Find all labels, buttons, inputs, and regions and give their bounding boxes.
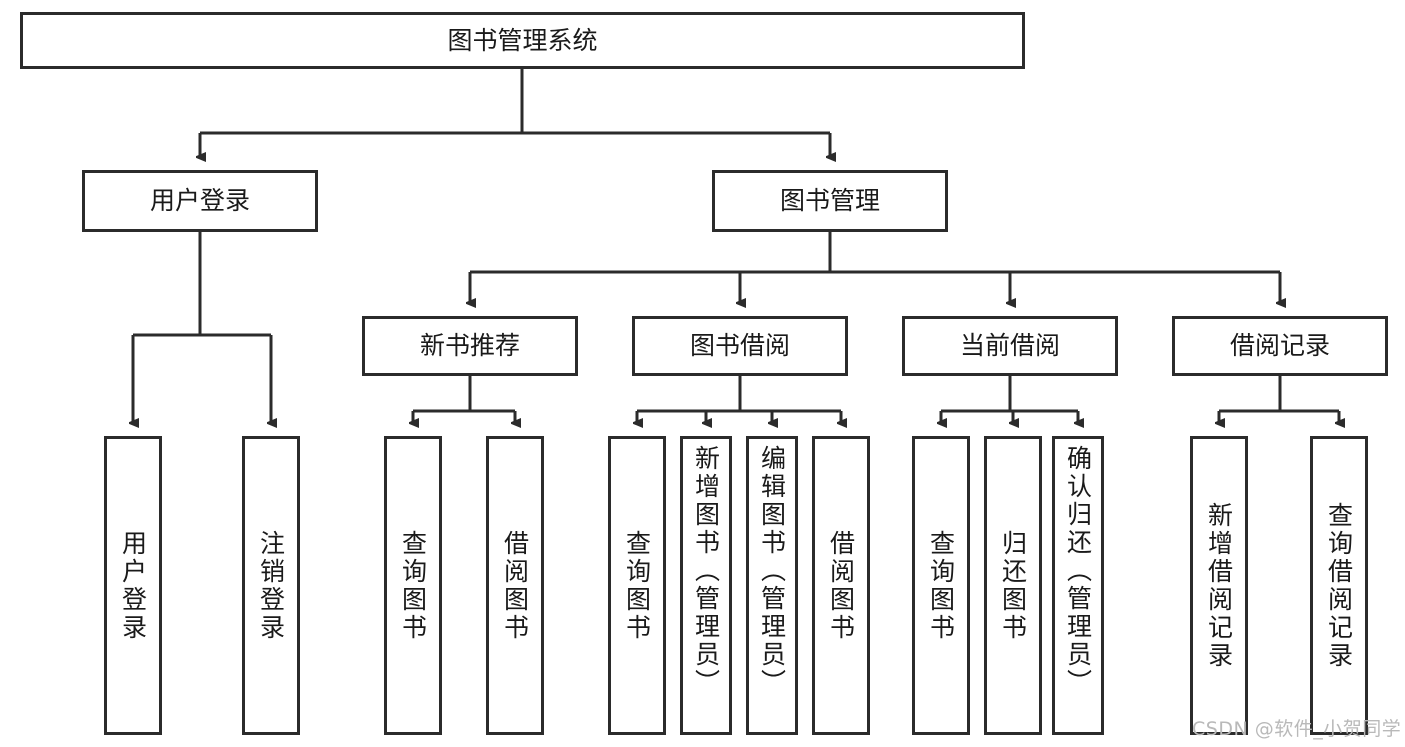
- node-book-borrow[interactable]: 图书借阅: [632, 316, 848, 376]
- node-user-login[interactable]: 用户登录: [82, 170, 318, 232]
- leaf-return-book-label: 归还图书: [998, 529, 1028, 642]
- leaf-borrow-book-recommend[interactable]: 借阅图书: [486, 436, 544, 735]
- leaf-query-borrow-record-label: 查询借阅记录: [1324, 501, 1354, 670]
- node-new-book-recommend[interactable]: 新书推荐: [362, 316, 578, 376]
- node-user-login-label: 用户登录: [149, 186, 250, 216]
- node-root[interactable]: 图书管理系统: [20, 12, 1025, 69]
- leaf-add-borrow-record[interactable]: 新增借阅记录: [1190, 436, 1248, 735]
- leaf-borrow-book-label: 借阅图书: [826, 529, 856, 642]
- leaf-add-borrow-record-label: 新增借阅记录: [1204, 501, 1234, 670]
- leaf-user-logout[interactable]: 注销登录: [242, 436, 300, 735]
- node-borrow-record[interactable]: 借阅记录: [1172, 316, 1388, 376]
- node-book-borrow-label: 图书借阅: [689, 331, 790, 361]
- leaf-query-book-borrow-label: 查询图书: [622, 529, 652, 642]
- leaf-add-book-label: 新增图书（管理员）: [691, 445, 721, 697]
- leaf-add-book[interactable]: 新增图书（管理员）: [680, 436, 732, 735]
- node-current-borrow[interactable]: 当前借阅: [902, 316, 1118, 376]
- leaf-query-book-current[interactable]: 查询图书: [912, 436, 970, 735]
- leaf-query-book-current-label: 查询图书: [926, 529, 956, 642]
- leaf-return-book[interactable]: 归还图书: [984, 436, 1042, 735]
- node-new-book-recommend-label: 新书推荐: [419, 331, 520, 361]
- node-borrow-record-label: 借阅记录: [1229, 331, 1330, 361]
- leaf-user-login-label: 用户登录: [118, 529, 148, 642]
- leaf-query-book-recommend[interactable]: 查询图书: [384, 436, 442, 735]
- leaf-user-logout-label: 注销登录: [256, 529, 286, 642]
- leaf-query-borrow-record[interactable]: 查询借阅记录: [1310, 436, 1368, 735]
- leaf-edit-book-label: 编辑图书（管理员）: [757, 445, 787, 697]
- leaf-confirm-return[interactable]: 确认归还（管理员）: [1052, 436, 1104, 735]
- csdn-watermark: CSDN @软件_小贺同学: [1192, 718, 1402, 740]
- leaf-edit-book[interactable]: 编辑图书（管理员）: [746, 436, 798, 735]
- node-current-borrow-label: 当前借阅: [959, 331, 1060, 361]
- leaf-borrow-book-recommend-label: 借阅图书: [500, 529, 530, 642]
- leaf-confirm-return-label: 确认归还（管理员）: [1063, 445, 1093, 697]
- leaf-query-book-recommend-label: 查询图书: [398, 529, 428, 642]
- leaf-user-login[interactable]: 用户登录: [104, 436, 162, 735]
- node-book-management[interactable]: 图书管理: [712, 170, 948, 232]
- node-root-label: 图书管理系统: [447, 25, 598, 55]
- node-book-management-label: 图书管理: [779, 186, 880, 216]
- leaf-query-book-borrow[interactable]: 查询图书: [608, 436, 666, 735]
- leaf-borrow-book[interactable]: 借阅图书: [812, 436, 870, 735]
